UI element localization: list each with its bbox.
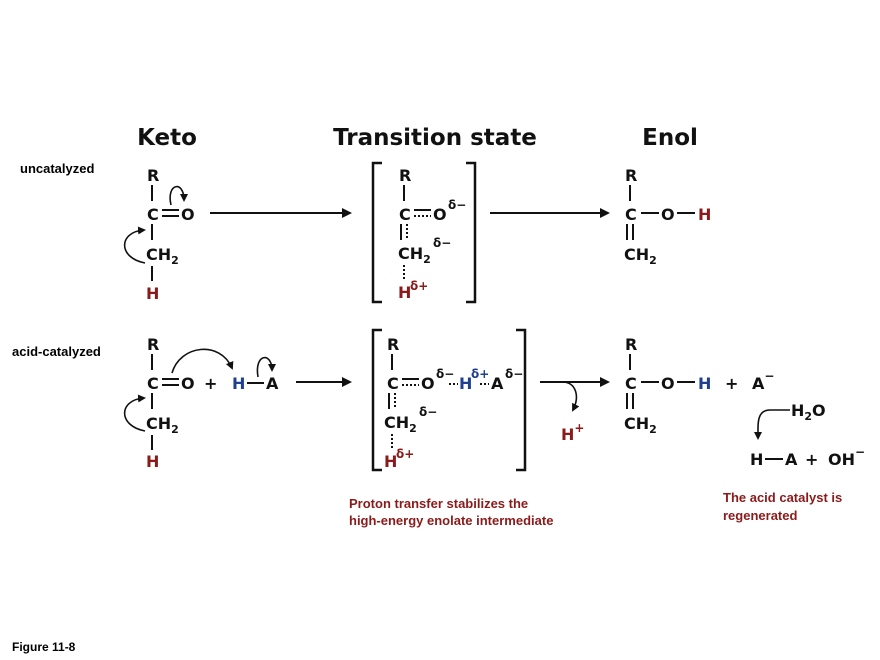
enol-acid-catalyzed: R C O H CH2 + A− H2O H A + OH−: [624, 335, 865, 469]
svg-text:C: C: [625, 374, 637, 393]
curved-arrow-ch-acid: [124, 394, 146, 432]
note-proton-line1: Proton transfer stabilizes the: [349, 496, 528, 511]
svg-text:H: H: [750, 450, 763, 469]
svg-text:CH2: CH2: [624, 245, 657, 267]
released-proton: H+: [561, 421, 584, 444]
transition-state-uncatalyzed: R C O δ− CH2 δ− H δ+: [371, 161, 477, 304]
svg-text:O: O: [433, 205, 447, 224]
curved-arrow-co: [169, 185, 188, 206]
transition-state-acid-catalyzed: R C O δ− H δ+ A δ− CH2 δ− H δ+: [371, 328, 527, 472]
atom-h-acid: H: [232, 374, 245, 393]
svg-text:+: +: [204, 374, 217, 393]
svg-text:δ−: δ−: [505, 367, 523, 381]
label-acid-catalyzed: acid-catalyzed: [12, 344, 101, 359]
svg-text:CH2: CH2: [146, 414, 179, 436]
svg-text:A: A: [491, 374, 504, 393]
atom-r: R: [147, 166, 159, 185]
atom-ch: CH2: [146, 245, 179, 267]
note-catalyst-line1: The acid catalyst is: [723, 490, 842, 505]
svg-text:δ−: δ−: [436, 367, 454, 381]
keto-uncatalyzed: R C O CH2 H: [124, 166, 195, 303]
svg-text:O: O: [181, 374, 195, 393]
delta-minus-o: δ−: [448, 198, 466, 212]
atom-h: H: [146, 284, 159, 303]
curved-arrow-h-release: [561, 381, 580, 412]
svg-text:H: H: [384, 452, 397, 471]
svg-text:CH2: CH2: [398, 244, 431, 266]
figure-label: Figure 11-8: [12, 640, 76, 654]
svg-text:C: C: [387, 374, 399, 393]
svg-text:R: R: [399, 166, 411, 185]
svg-text:H: H: [398, 283, 411, 302]
label-uncatalyzed: uncatalyzed: [20, 161, 94, 176]
water: H2O: [791, 401, 826, 423]
svg-text:CH2: CH2: [624, 414, 657, 436]
curved-arrow-o-to-h: [171, 348, 234, 374]
arrow-water: [754, 409, 790, 440]
delta-plus-h: δ+: [410, 279, 428, 293]
svg-text:H: H: [146, 452, 159, 471]
svg-text:δ+: δ+: [471, 367, 489, 381]
svg-text:+: +: [725, 374, 738, 393]
header-keto: Keto: [137, 125, 197, 151]
header-enol: Enol: [642, 125, 698, 151]
svg-text:H: H: [698, 374, 711, 393]
atom-c: C: [147, 205, 159, 224]
bracket-right-acid: [516, 328, 527, 472]
bracket-left-acid: [371, 328, 382, 472]
header-transition-state: Transition state: [333, 125, 537, 151]
atom-o: O: [181, 205, 195, 224]
curved-arrow-ha: [256, 356, 276, 378]
svg-text:H: H: [459, 374, 472, 393]
note-catalyst-line2: regenerated: [723, 508, 797, 523]
anion-a: A−: [752, 369, 774, 393]
svg-text:+: +: [805, 450, 818, 469]
svg-text:R: R: [147, 335, 159, 354]
delta-minus-c: δ−: [433, 236, 451, 250]
svg-text:C: C: [625, 205, 637, 224]
svg-text:C: C: [399, 205, 411, 224]
svg-text:O: O: [661, 374, 675, 393]
svg-text:R: R: [387, 335, 399, 354]
note-proton-line2: high-energy enolate intermediate: [349, 513, 553, 528]
bracket-left: [371, 161, 382, 304]
svg-text:R: R: [625, 335, 637, 354]
svg-text:CH2: CH2: [384, 413, 417, 435]
enol-uncatalyzed: R C O H CH2: [624, 166, 711, 267]
hydroxide: OH−: [828, 445, 865, 469]
svg-text:R: R: [625, 166, 637, 185]
svg-text:δ+: δ+: [396, 447, 414, 461]
svg-text:C: C: [147, 374, 159, 393]
svg-text:H: H: [698, 205, 711, 224]
bracket-right: [466, 161, 477, 304]
svg-text:A: A: [785, 450, 798, 469]
keto-acid-catalyzed: R C O CH2 H + H A: [124, 335, 279, 471]
atom-a: A: [266, 374, 279, 393]
svg-text:O: O: [421, 374, 435, 393]
svg-text:O: O: [661, 205, 675, 224]
svg-text:δ−: δ−: [419, 405, 437, 419]
curved-arrow-ch: [124, 226, 146, 264]
